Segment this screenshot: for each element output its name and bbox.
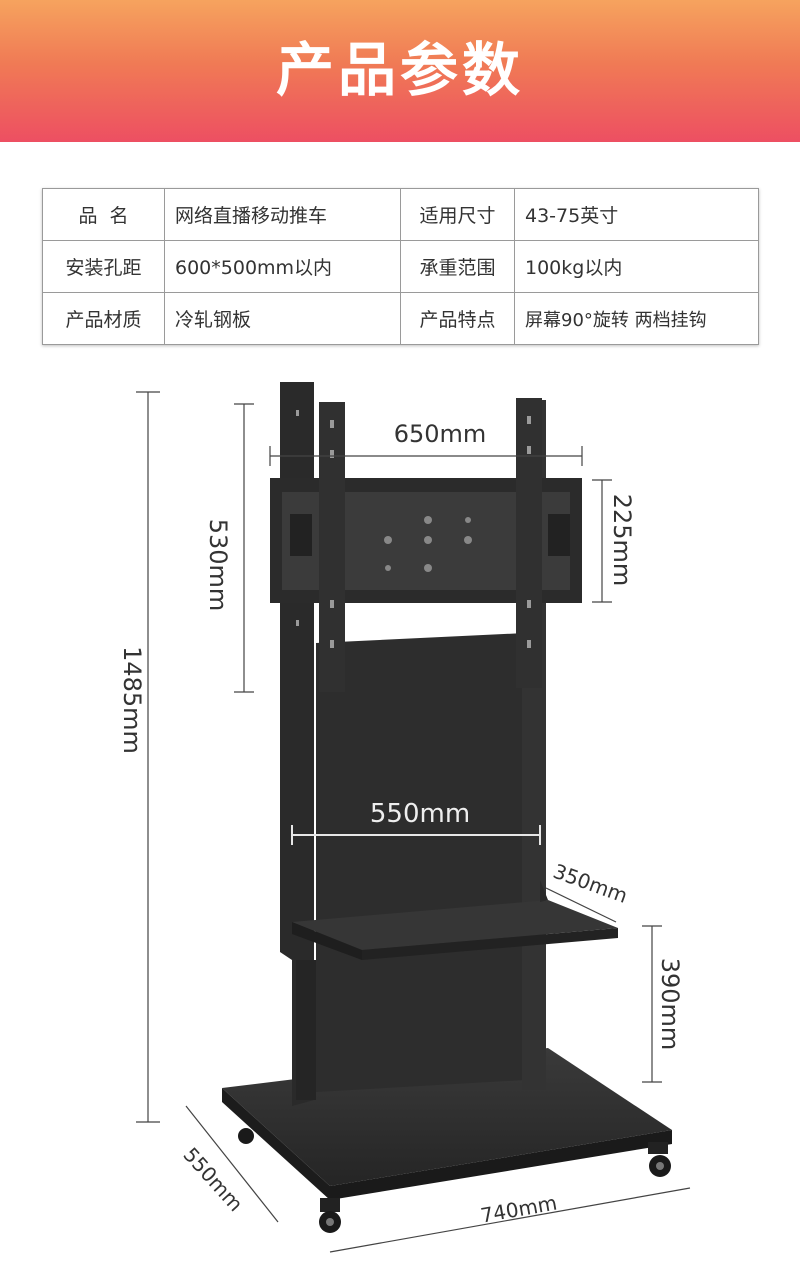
spec-table: 品 名 网络直播移动推车 适用尺寸 43-75英寸 安装孔距 600*500mm…: [42, 188, 759, 345]
spec-value: 网络直播移动推车: [164, 188, 401, 241]
caster-wheel: [238, 1128, 254, 1144]
spec-value: 屏幕90°旋转 两档挂钩: [514, 292, 759, 345]
caster-wheel: [319, 1198, 341, 1233]
spec-label: 产品材质: [42, 292, 165, 345]
shelf: [292, 880, 618, 960]
label-bracket-height: 530mm: [204, 519, 232, 612]
label-base-depth: 550mm: [178, 1143, 247, 1216]
page-title: 产品参数: [275, 36, 524, 104]
label-base-width: 740mm: [479, 1191, 559, 1228]
caster-wheel: [648, 1142, 671, 1177]
dimension-lines: [136, 391, 691, 1253]
header-banner: 产品参数: [0, 0, 800, 142]
spec-label: 承重范围: [400, 240, 515, 293]
label-panel-width: 550mm: [370, 799, 470, 829]
stand-diagram: 1485mm 530mm 650mm 225mm 550mm 350mm 390…: [118, 382, 691, 1253]
spec-value: 43-75英寸: [514, 188, 759, 241]
table-row: 品 名 网络直播移动推车 适用尺寸 43-75英寸: [42, 188, 759, 241]
label-mount-height: 225mm: [608, 494, 636, 587]
table-row: 安装孔距 600*500mm以内 承重范围 100kg以内: [42, 240, 759, 293]
spec-value: 冷轧钢板: [164, 292, 401, 345]
label-shelf-height: 390mm: [656, 958, 684, 1051]
label-bracket-width: 650mm: [394, 420, 487, 448]
spec-label: 产品特点: [400, 292, 515, 345]
spec-value: 100kg以内: [514, 240, 759, 293]
mount-rail-left: [319, 402, 345, 692]
spec-label: 品 名: [42, 188, 165, 241]
spec-value: 600*500mm以内: [164, 240, 401, 293]
shelf-depth-line: [545, 887, 617, 923]
label-total-height: 1485mm: [118, 646, 146, 754]
spec-label: 安装孔距: [42, 240, 165, 293]
spec-label: 适用尺寸: [400, 188, 515, 241]
back-panel: [316, 633, 525, 1092]
upright-front: [296, 960, 316, 1100]
table-row: 产品材质 冷轧钢板 产品特点 屏幕90°旋转 两档挂钩: [42, 292, 759, 345]
label-shelf-depth: 350mm: [550, 859, 631, 908]
panel-width-line: [291, 825, 541, 845]
